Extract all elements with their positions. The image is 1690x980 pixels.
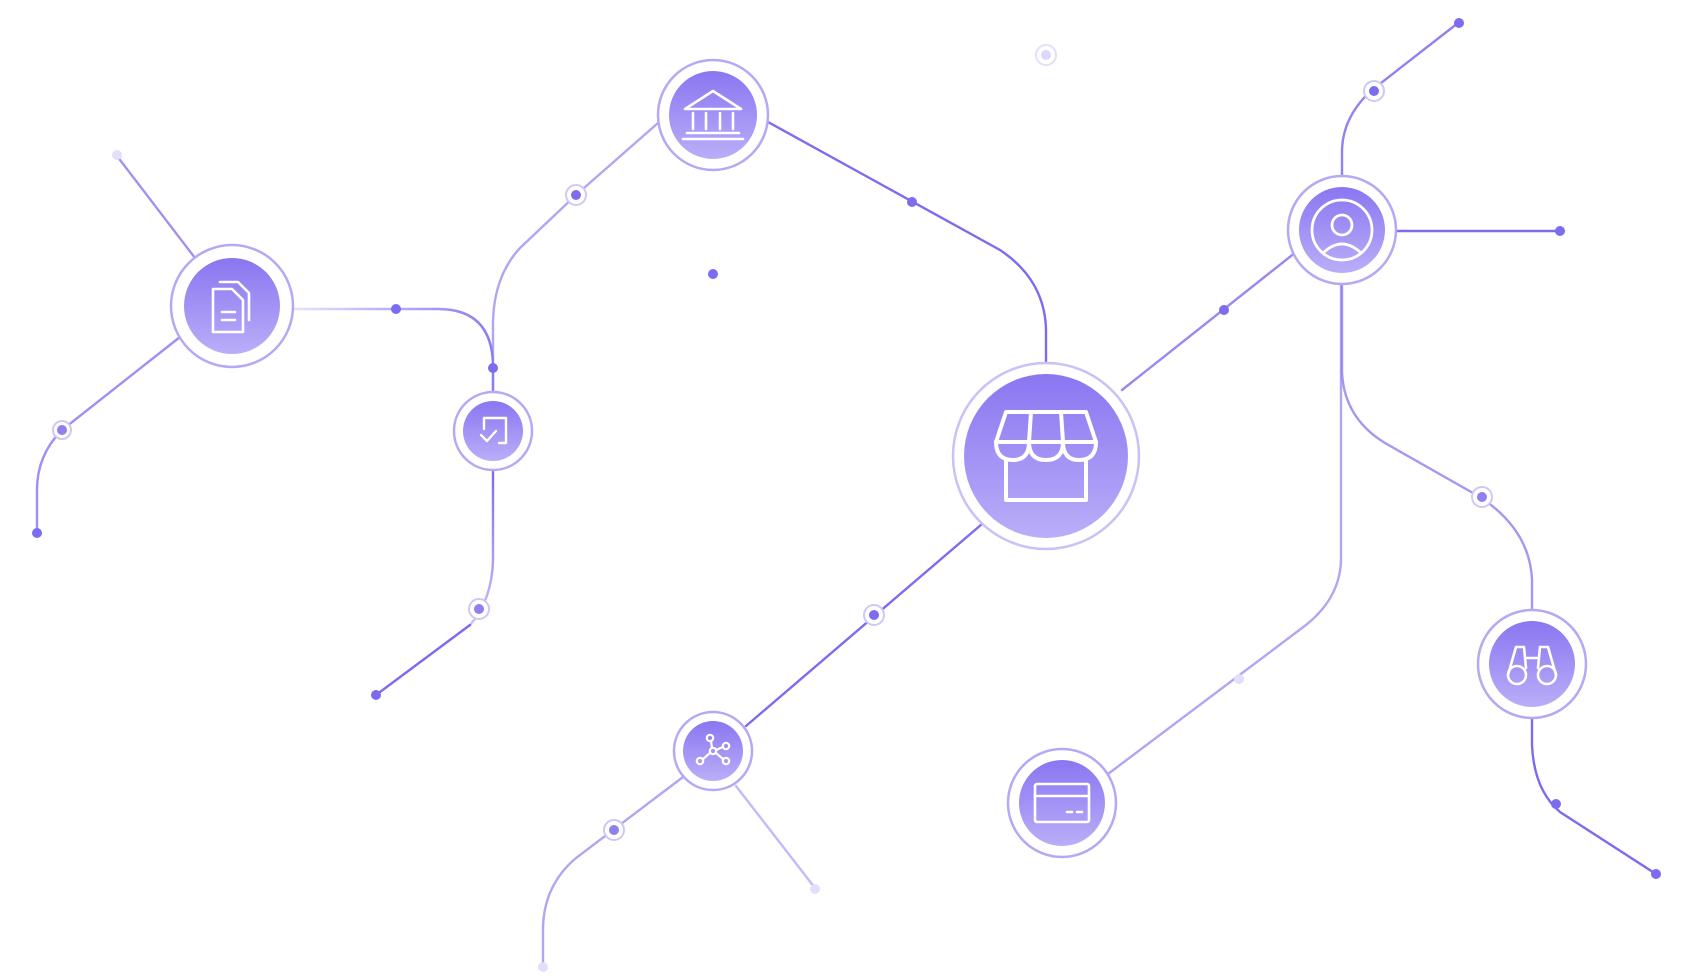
dot bbox=[391, 304, 401, 314]
line-docs-upper-left bbox=[115, 154, 197, 260]
line-user-up bbox=[1340, 21, 1460, 178]
dot bbox=[1477, 492, 1487, 502]
dot bbox=[810, 884, 820, 894]
line-network-lower-left bbox=[541, 775, 685, 969]
node-bank[interactable] bbox=[656, 58, 770, 172]
line-binoculars-down bbox=[1530, 716, 1658, 876]
node-documents[interactable] bbox=[169, 243, 295, 369]
dot bbox=[371, 690, 381, 700]
binoculars-icon bbox=[1506, 645, 1558, 686]
dot bbox=[1369, 86, 1379, 96]
dot bbox=[112, 150, 122, 160]
dot bbox=[609, 825, 619, 835]
dot bbox=[474, 604, 484, 614]
dot bbox=[1041, 50, 1051, 60]
line-check-down bbox=[374, 470, 495, 697]
bank-icon bbox=[681, 89, 745, 141]
dot bbox=[1555, 226, 1565, 236]
dot bbox=[708, 269, 718, 279]
line-user-down-to-binoculars bbox=[1340, 282, 1534, 612]
line-check-up bbox=[491, 121, 660, 392]
user-profile-icon bbox=[1310, 198, 1374, 262]
line-store-to-user bbox=[1120, 250, 1298, 392]
dot bbox=[907, 197, 917, 207]
documents-icon bbox=[211, 280, 251, 334]
dot bbox=[488, 363, 498, 373]
dot bbox=[1234, 674, 1244, 684]
node-store[interactable] bbox=[951, 361, 1141, 551]
checkbox-icon bbox=[479, 416, 508, 445]
dot bbox=[57, 425, 67, 435]
dot bbox=[571, 190, 581, 200]
storefront-icon bbox=[994, 410, 1098, 502]
dot bbox=[538, 962, 548, 972]
dot bbox=[32, 528, 42, 538]
dot bbox=[869, 610, 879, 620]
node-user[interactable] bbox=[1286, 174, 1398, 286]
line-docs-to-check bbox=[293, 307, 495, 392]
dot bbox=[1219, 305, 1229, 315]
credit-card-icon bbox=[1033, 782, 1091, 824]
connector-lines bbox=[35, 21, 1658, 969]
line-store-to-network bbox=[744, 522, 984, 728]
line-network-lower-right bbox=[734, 784, 817, 890]
node-card[interactable] bbox=[1006, 747, 1118, 859]
dot bbox=[1454, 18, 1464, 28]
line-bank-to-store bbox=[766, 120, 1048, 368]
dot bbox=[1651, 869, 1661, 879]
line-check-bottom-tail bbox=[374, 623, 472, 697]
dot bbox=[1551, 799, 1561, 809]
network-graph-icon bbox=[695, 733, 731, 766]
node-task-check[interactable] bbox=[452, 390, 534, 472]
node-network[interactable] bbox=[672, 710, 754, 792]
connector-dots bbox=[32, 18, 1661, 972]
line-user-down-to-card bbox=[1106, 282, 1343, 776]
node-binoculars[interactable] bbox=[1476, 608, 1588, 720]
